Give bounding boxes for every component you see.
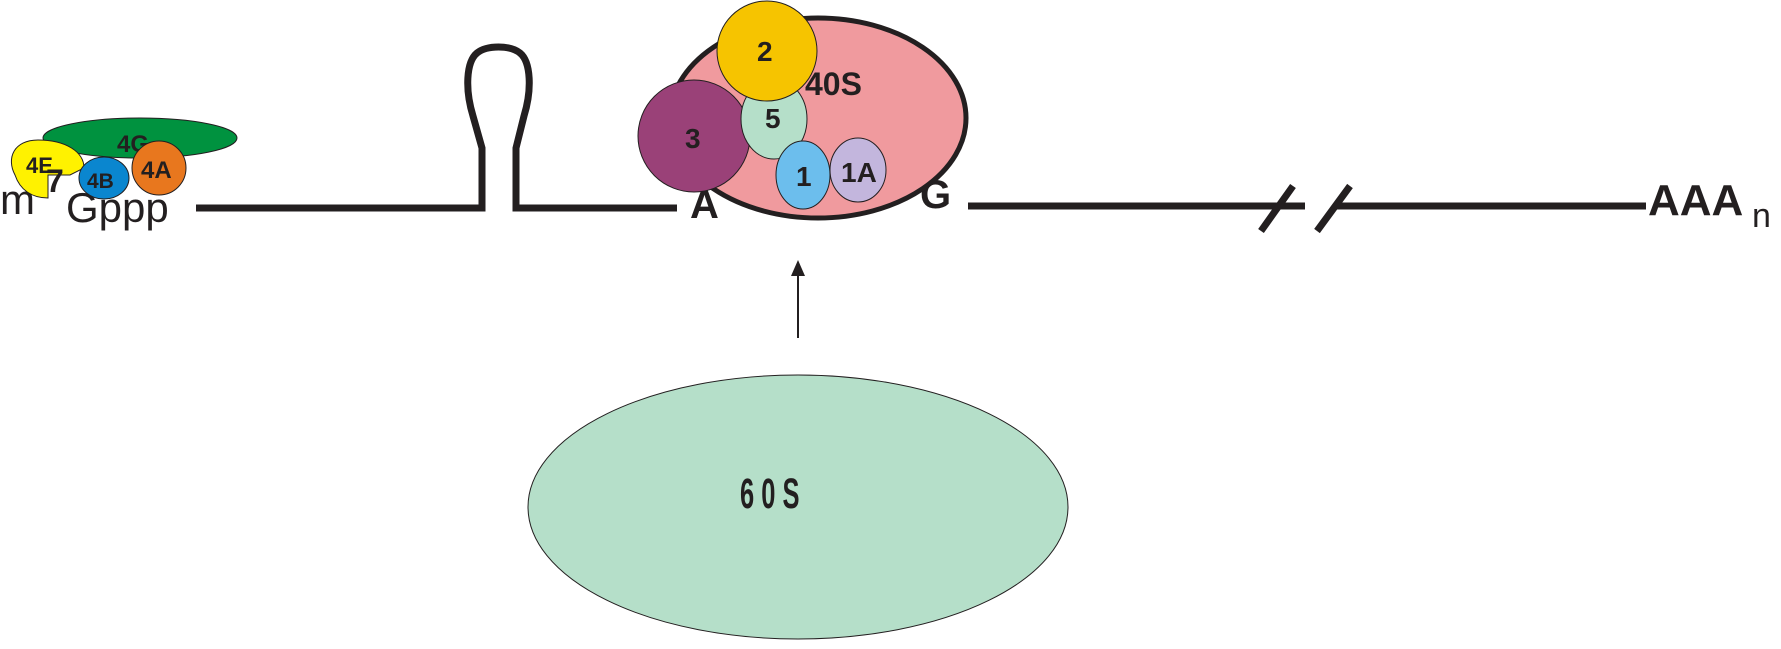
eif1a-shape bbox=[829, 137, 887, 203]
eif4e-label: 4E bbox=[26, 153, 53, 178]
ribosome-60s: 6 0 S bbox=[527, 374, 1069, 640]
ribosome-60s-shape bbox=[527, 374, 1069, 640]
mrna-strand bbox=[196, 43, 1646, 234]
cap-binding-complex: 4G 4E 4B 4A 7 bbox=[10, 117, 238, 200]
eif1-label: 1 bbox=[796, 161, 812, 192]
eif1a-label: 1A bbox=[841, 157, 877, 188]
break-mark-right bbox=[1314, 183, 1353, 234]
break-mark-left bbox=[1258, 183, 1296, 234]
poly-a-subscript: n bbox=[1752, 197, 1771, 235]
ribosome-40s-label: 40S bbox=[805, 66, 862, 102]
cap-seven-label: 7 bbox=[46, 163, 64, 199]
initiation-complex-40s: 40S 3 5 2 1 1A bbox=[637, 0, 969, 221]
eif4a-shape bbox=[131, 140, 187, 196]
eif4b-shape bbox=[78, 156, 130, 200]
eif2-label: 2 bbox=[757, 36, 773, 67]
eif2-shape bbox=[716, 0, 818, 102]
joining-arrow-head bbox=[791, 260, 805, 276]
poly-a-label: AAA bbox=[1648, 176, 1743, 225]
ribosome-60s-label: 6 0 S bbox=[740, 470, 800, 517]
eif4e-shape bbox=[10, 139, 85, 199]
poly-a-tail: AAA n bbox=[1648, 176, 1771, 235]
eif4b-label: 4B bbox=[87, 170, 114, 193]
joining-arrow bbox=[791, 260, 805, 338]
mrna-5prime-segment bbox=[196, 43, 677, 212]
eif3-label: 3 bbox=[685, 123, 701, 154]
eif4a-label: 4A bbox=[141, 157, 172, 184]
eif5-label: 5 bbox=[765, 103, 781, 134]
